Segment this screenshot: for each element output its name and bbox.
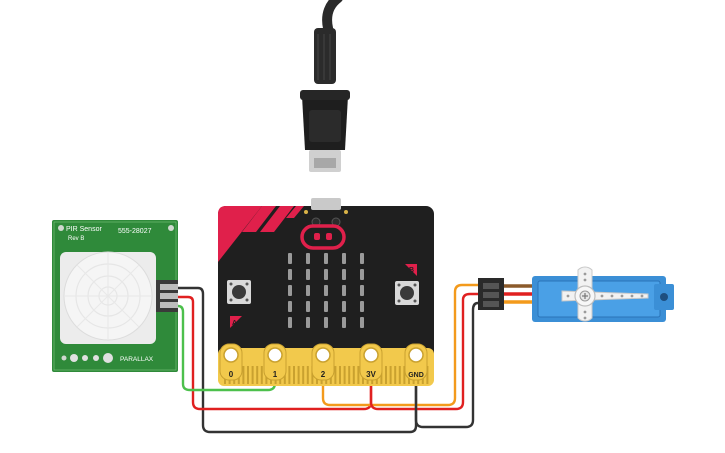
led <box>342 301 346 312</box>
led <box>360 269 364 280</box>
led <box>342 269 346 280</box>
led <box>288 253 292 264</box>
pir-rev: Rev B <box>68 236 84 242</box>
button-b[interactable] <box>395 281 419 305</box>
edge-connector: 0 1 2 3V GND <box>218 343 434 386</box>
edge-contact <box>403 366 406 384</box>
button-a-label: A <box>232 320 237 327</box>
pin-0[interactable]: 0 <box>219 343 243 381</box>
wire-pir-3v[interactable] <box>176 295 373 411</box>
led <box>324 285 328 296</box>
wire-servo-signal[interactable] <box>321 283 480 407</box>
edge-contact <box>242 366 245 384</box>
edge-contact <box>348 366 351 384</box>
led <box>342 317 346 328</box>
edge-contact <box>394 366 397 384</box>
servo-motor-icon <box>478 266 674 322</box>
pin-label: 2 <box>321 370 326 379</box>
led <box>324 317 328 328</box>
wire-pir-signal[interactable] <box>176 304 277 392</box>
led <box>288 285 292 296</box>
led <box>306 301 310 312</box>
pin-label: GND <box>408 372 424 379</box>
button-a-marker <box>230 316 242 328</box>
pin-1[interactable]: 1 <box>263 343 287 381</box>
pin-label: 1 <box>273 370 278 379</box>
edge-contact <box>293 366 295 384</box>
edge-contact <box>398 366 401 384</box>
led <box>306 317 310 328</box>
led <box>306 269 310 280</box>
wire-servo-power[interactable] <box>369 292 480 411</box>
led <box>306 253 310 264</box>
led-matrix <box>288 253 364 328</box>
button-a[interactable] <box>227 280 251 304</box>
wires <box>176 283 480 434</box>
led <box>324 269 328 280</box>
edge-contact <box>334 366 337 384</box>
led <box>360 253 364 264</box>
edge-contact <box>389 366 392 384</box>
pir-sensor-icon: PIR Sensor Rev B 555-28027 PARALLAX <box>52 220 178 372</box>
led <box>360 301 364 312</box>
edge-contact <box>288 366 291 384</box>
pin-gnd[interactable]: GND <box>404 343 428 381</box>
edge-contact <box>256 366 259 384</box>
edge-contact <box>339 366 341 384</box>
edge-contact <box>357 366 360 384</box>
edge-contact <box>343 366 346 384</box>
pir-part-number: 555-28027 <box>118 228 152 235</box>
edge-contact <box>302 366 305 384</box>
led <box>324 301 328 312</box>
led <box>360 317 364 328</box>
edge-contact <box>385 366 387 384</box>
edge-contact <box>297 366 300 384</box>
edge-contact <box>260 366 263 384</box>
wire-pir-gnd[interactable] <box>176 286 418 434</box>
pir-title: PIR Sensor <box>66 226 102 233</box>
led <box>306 285 310 296</box>
edge-contact <box>426 366 429 384</box>
led <box>288 269 292 280</box>
led <box>360 285 364 296</box>
pin-label: 0 <box>229 370 234 379</box>
led <box>342 253 346 264</box>
edge-contact <box>247 366 249 384</box>
led <box>342 285 346 296</box>
edge-contact <box>352 366 355 384</box>
button-b-marker <box>405 264 417 276</box>
usb-cable-icon <box>300 0 350 172</box>
microbit-board: A B 0 1 2 3V GND <box>218 198 434 386</box>
led <box>288 317 292 328</box>
pin-3v[interactable]: 3V <box>359 343 383 381</box>
edge-contact <box>306 366 309 384</box>
wire-servo-gnd[interactable] <box>414 301 480 429</box>
edge-contact <box>251 366 254 384</box>
button-b-label: B <box>409 267 414 274</box>
pir-brand: PARALLAX <box>120 356 154 363</box>
led <box>288 301 292 312</box>
led <box>324 253 328 264</box>
pin-2[interactable]: 2 <box>311 343 335 381</box>
pin-label: 3V <box>366 370 376 379</box>
